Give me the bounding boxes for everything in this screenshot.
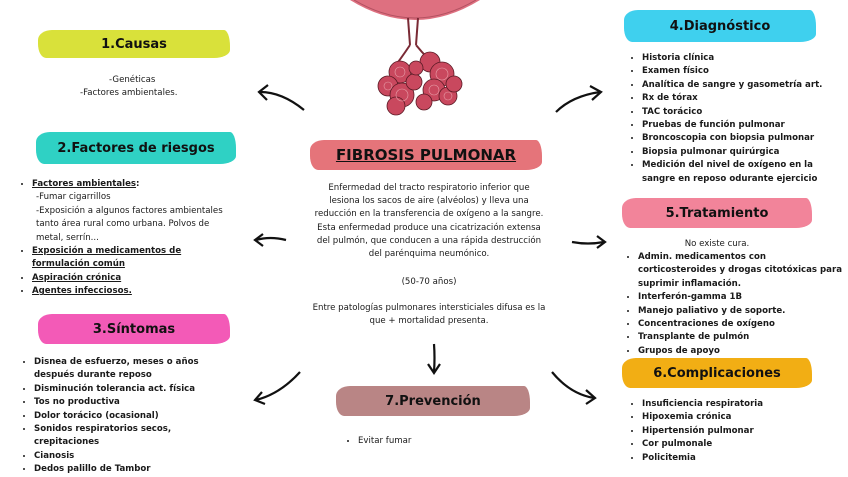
sintomas-heading: 3.Síntomas: [38, 314, 230, 344]
prevencion-heading: 7.Prevención: [336, 386, 530, 416]
riesgos-heading: 2.Factores de riesgos: [36, 132, 236, 164]
riesgos-list: Factores ambientales: -Fumar cigarrillos…: [20, 178, 232, 299]
diagnostico-item: Medición del nivel de oxígeno en la sang…: [642, 159, 844, 186]
diagnostico-item: Biopsia pulmonar quirúrgica: [642, 146, 844, 159]
main-title: FIBROSIS PULMONAR: [310, 140, 542, 170]
diagnostico-item: Examen físico: [642, 65, 844, 78]
riesgos-subitem: -Fumar cigarrillos: [36, 192, 111, 203]
complicaciones-item: Policitemia: [642, 452, 830, 465]
tratamiento-list: Admin. medicamentos con corticosteroides…: [626, 251, 844, 358]
riesgos-item: Exposición a medicamentos de formulación…: [32, 245, 232, 272]
diagnostico-heading: 4.Diagnóstico: [624, 10, 816, 42]
arrow-to-complicaciones: [551, 371, 597, 405]
tratamiento-item: Manejo paliativo y de soporte.: [638, 305, 844, 318]
complicaciones-item: Insuficiencia respiratoria: [642, 398, 830, 411]
arrow-to-prevencion: [427, 343, 441, 375]
diagnostico-item: Historia clínica: [642, 52, 844, 65]
sintomas-item: Cianosis: [34, 450, 238, 463]
sintomas-item: Sonidos respiratorios secos, crepitacion…: [34, 423, 238, 450]
complicaciones-item: Hipertensión pulmonar: [642, 425, 830, 438]
lung-illustration: [350, 0, 480, 116]
causas-item: -Genéticas: [109, 75, 156, 85]
tratamiento-heading: 5.Tratamiento: [622, 198, 812, 228]
sintomas-item: Disminución tolerancia act. física: [34, 383, 238, 396]
tratamiento-item: Concentraciones de oxígeno: [638, 318, 844, 331]
complicaciones-heading: 6.Complicaciones: [622, 358, 812, 388]
center-note: Entre patologías pulmonares intersticial…: [312, 303, 546, 327]
arrow-to-causas: [257, 84, 305, 111]
riesgos-subitem: -Exposición a algunos factores ambiental…: [36, 205, 223, 243]
prevencion-list: Evitar fumar: [346, 435, 506, 448]
tratamiento-item: Grupos de apoyo: [638, 345, 844, 358]
complicaciones-list: Insuficiencia respiratoria Hipoxemia cró…: [630, 398, 830, 465]
complicaciones-item: Hipoxemia crónica: [642, 411, 830, 424]
tratamiento-item: Interferón-gamma 1B: [638, 291, 844, 304]
diagnostico-item: Broncoscopia con biopsia pulmonar: [642, 132, 844, 145]
causas-heading: 1.Causas: [38, 30, 230, 58]
sintomas-item: Dolor torácico (ocasional): [34, 410, 238, 423]
arrow-to-diagnostico: [555, 85, 603, 113]
sintomas-item: Disnea de esfuerzo, meses o años después…: [34, 356, 238, 383]
center-description: Enfermedad del tracto respiratorio infer…: [314, 183, 544, 260]
arrow-to-riesgos: [253, 233, 287, 247]
sintomas-item: Tos no productiva: [34, 396, 238, 409]
diagnostico-item: TAC torácico: [642, 106, 844, 119]
riesgos-item: Factores ambientales: -Fumar cigarrillos…: [32, 178, 232, 245]
prevencion-item: Evitar fumar: [358, 435, 506, 448]
diagnostico-item: Analítica de sangre y gasometría art.: [642, 79, 844, 92]
riesgos-item: Agentes infecciosos.: [32, 285, 232, 298]
riesgos-item: Aspiración crónica: [32, 272, 232, 285]
sintomas-item: Dedos palillo de Tambor: [34, 463, 238, 476]
diagnostico-item: Pruebas de función pulmonar: [642, 119, 844, 132]
arrow-to-tratamiento: [571, 235, 607, 249]
diagnostico-item: Rx de tórax: [642, 92, 844, 105]
diagnostico-list: Historia clínica Examen físico Analítica…: [630, 52, 844, 186]
tratamiento-intro: No existe cura.: [684, 239, 750, 249]
tratamiento-item: Admin. medicamentos con corticosteroides…: [638, 251, 844, 291]
causas-list: -Genéticas -Factores ambientales.: [80, 74, 220, 100]
arrow-to-sintomas: [253, 371, 301, 406]
center-age: (50-70 años): [401, 277, 457, 287]
tratamiento-item: Transplante de pulmón: [638, 331, 844, 344]
sintomas-list: Disnea de esfuerzo, meses o años después…: [22, 356, 238, 477]
complicaciones-item: Cor pulmonale: [642, 438, 830, 451]
causas-item: -Factores ambientales.: [80, 88, 178, 99]
